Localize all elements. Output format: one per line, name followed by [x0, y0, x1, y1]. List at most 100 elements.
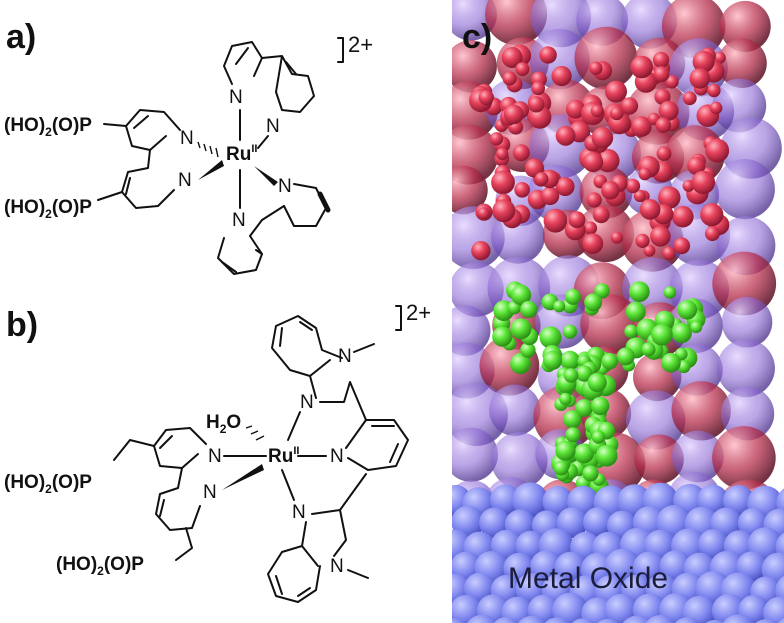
- oxide-sphere: [755, 619, 777, 623]
- wedge-bond: [198, 160, 224, 180]
- dye-atom: [534, 172, 549, 186]
- shell-sphere: [634, 434, 684, 484]
- dye-atom: [501, 47, 523, 68]
- oxide-sphere: [604, 593, 638, 623]
- oxide-sphere: [452, 505, 485, 539]
- shell-sphere: [621, 0, 678, 49]
- shell-sphere: [489, 384, 541, 436]
- dye-atom: [643, 244, 656, 257]
- catalyst-atom: [582, 465, 599, 482]
- n-atom: N: [278, 176, 292, 197]
- oxide-sphere: [738, 595, 769, 623]
- catalyst-atom: [564, 288, 582, 305]
- dye-atom: [555, 125, 576, 146]
- dye-atom: [654, 88, 671, 105]
- dye-atom: [707, 83, 721, 98]
- oxide-sphere: [583, 507, 614, 538]
- dye-atom: [673, 237, 691, 255]
- dye-atom: [639, 199, 661, 220]
- oxide-sphere: [501, 596, 534, 623]
- catalyst-atom: [492, 326, 513, 347]
- oxide-sphere: [682, 595, 717, 623]
- n-atom: N: [330, 446, 344, 467]
- oxide-sphere: [452, 594, 483, 623]
- n-atom: N: [292, 502, 306, 523]
- oxide-sphere: [544, 617, 570, 623]
- panel-a-phosphonate-top: (HO)2(O)P: [4, 115, 92, 139]
- metal-oxide-surface: [452, 482, 784, 623]
- dye-atom: [658, 100, 679, 121]
- n-atom: N: [178, 170, 192, 191]
- catalyst-atom: [510, 353, 531, 375]
- panel-c-label: c): [462, 18, 492, 56]
- panel-a-ru-atom: RuII: [226, 143, 257, 165]
- dye-atom: [653, 66, 670, 83]
- dye-atom: [531, 81, 546, 96]
- dye-atom: [605, 80, 627, 103]
- dye-atom: [503, 104, 524, 125]
- oxide-sphere: [597, 618, 619, 623]
- dye-atom: [687, 156, 706, 175]
- wedge-bond: [254, 166, 278, 186]
- dye-atom: [653, 51, 670, 68]
- catalyst-atom: [616, 347, 635, 366]
- dye-atom: [496, 147, 509, 161]
- n-atom: N: [300, 392, 314, 413]
- n-atom: N: [203, 482, 217, 503]
- shell-sphere: [712, 426, 776, 490]
- catalyst-atom: [510, 318, 532, 340]
- dye-atom: [471, 241, 491, 261]
- dye-atom: [633, 189, 646, 202]
- n-atom: N: [180, 128, 194, 149]
- n-atom: N: [330, 556, 344, 577]
- dye-atom: [689, 68, 711, 89]
- panel-b-water: H2O: [206, 412, 241, 436]
- catalyst-atom: [563, 368, 579, 383]
- dye-atom: [638, 167, 652, 181]
- catalyst-atom: [641, 342, 656, 357]
- shell-sphere: [671, 430, 724, 483]
- oxide-sphere: [527, 594, 560, 623]
- panel-b-charge-text: 2+: [406, 300, 431, 325]
- catalyst-atom: [601, 352, 618, 370]
- shell-sphere: [719, 0, 771, 52]
- shell-sphere: [452, 427, 498, 482]
- dye-atom: [709, 101, 723, 115]
- panel-a-bipyridine-left: N N (HO)2(O)P (HO)2(O)P: [4, 109, 224, 221]
- oxide-sphere: [778, 618, 784, 623]
- dye-atom: [601, 181, 620, 200]
- metal-oxide-label: Metal Oxide: [508, 562, 668, 595]
- oxide-sphere: [518, 615, 546, 623]
- dashed-bond: [245, 425, 265, 441]
- catalyst-atom: [574, 443, 594, 464]
- dye-atom: [539, 46, 557, 64]
- catalyst-atom: [555, 440, 576, 461]
- n-atom: N: [232, 210, 246, 231]
- oxide-sphere: [722, 614, 754, 623]
- oxide-sphere: [479, 507, 510, 538]
- dye-atom: [491, 170, 515, 195]
- n-atom: N: [208, 446, 222, 467]
- panel-a-phosphonate-bottom: (HO)2(O)P: [4, 197, 92, 221]
- dye-atom: [590, 104, 604, 118]
- dye-atom: [682, 179, 695, 192]
- dye-atom: [540, 186, 560, 206]
- catalyst-atom: [542, 350, 563, 370]
- dye-atom: [625, 178, 641, 194]
- dye-atom: [583, 221, 598, 235]
- dye-atom: [583, 152, 604, 173]
- dye-atom: [610, 231, 623, 244]
- dye-atom: [512, 144, 530, 162]
- catalyst-atom: [624, 324, 639, 339]
- catalyst-atom: [520, 342, 536, 358]
- panel-b-phosphonate-bottom: (HO)2(O)P: [56, 554, 144, 578]
- catalyst-atom: [671, 322, 692, 344]
- oxide-sphere: [571, 618, 595, 623]
- panel-a-label: a): [6, 18, 36, 56]
- dye-atom: [700, 203, 724, 227]
- dye-atom: [662, 246, 676, 260]
- dye-atom: [672, 205, 694, 228]
- catalyst-atom: [595, 444, 618, 467]
- dye-atom: [566, 99, 585, 119]
- catalyst-atom: [565, 427, 581, 443]
